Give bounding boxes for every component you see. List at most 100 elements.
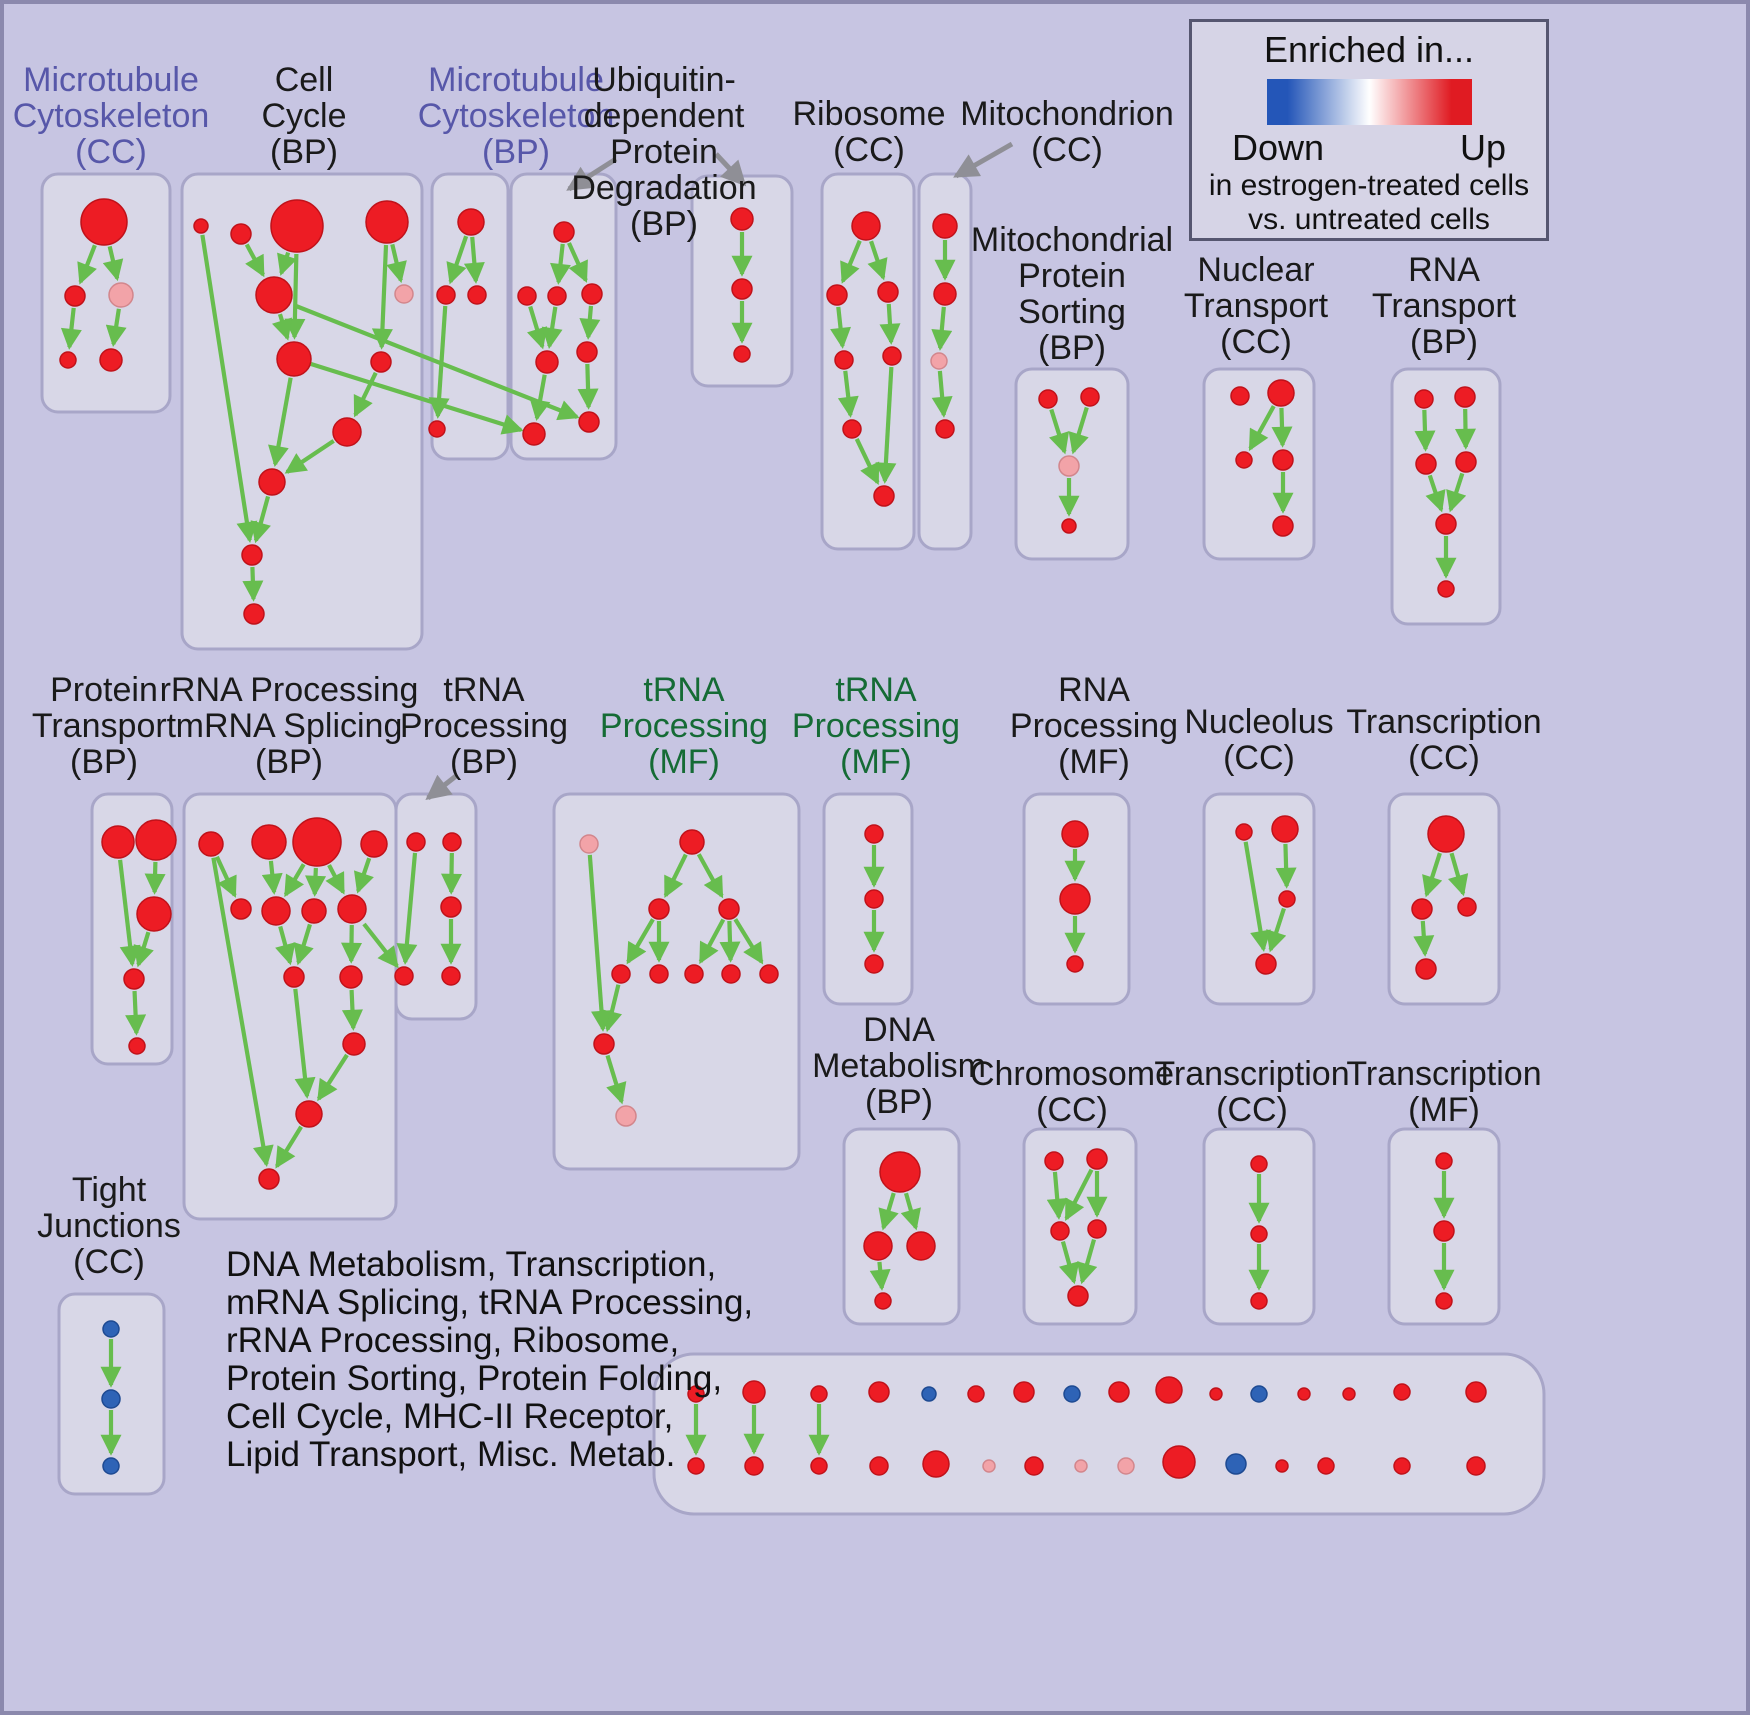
go-term-node [370,351,392,373]
go-term-node [864,824,884,844]
go-term-node [1250,1385,1268,1403]
edge-arrow [541,306,563,349]
go-term-node [579,834,599,854]
edge-arrow [527,305,548,350]
edge-arrow [242,566,264,602]
go-term-node [873,485,895,507]
go-term-node [1427,815,1465,853]
go-term-node [1272,449,1294,471]
edge-arrow [316,1053,349,1102]
group-box-protein-transport [90,792,174,1066]
go-term-node [102,1320,120,1338]
edge-arrow [869,1261,891,1291]
go-term-node [467,285,487,305]
go-term-node [1272,515,1294,537]
go-term-node [906,1231,936,1261]
edge-arrow [875,366,897,484]
go-term-node [243,603,265,625]
edge-arrow [1425,474,1446,513]
edge-arrow [463,236,485,284]
go-term-node [687,1457,705,1475]
edge-arrow [396,852,418,965]
go-term-node [826,284,848,306]
go-term-node [921,1386,937,1402]
go-term-node [394,284,414,304]
go-term-node [733,345,751,363]
go-term-node [436,285,456,305]
go-term-node [684,964,704,984]
go-term-node [1225,1453,1247,1475]
edge-arrow [878,1192,899,1231]
edge-arrow [1275,843,1297,889]
edge-arrow [284,439,335,474]
edge-arrow [305,867,327,897]
go-term-node [933,282,957,306]
go-term-node [230,898,252,920]
edge-arrow [386,243,407,284]
go-term-node [1393,1383,1411,1401]
edge-arrow [428,305,450,419]
legend-gradient-bar [1266,79,1472,125]
edge-arrow [293,923,314,966]
go-term-node [80,198,128,246]
go-term-node [101,1389,121,1409]
go-term-node [874,1292,892,1310]
label-callout-arrow [714,152,747,187]
go-term-node [135,819,177,861]
go-term-node [679,829,705,855]
group-box-trna-processing-bp [394,792,478,1021]
go-term-node [930,352,948,370]
edge-arrow [1454,408,1476,450]
go-term-node [869,1456,889,1476]
edge-arrow [626,918,655,965]
go-term-node [1250,1155,1268,1173]
group-box-chromosome-cc [1022,1127,1138,1326]
go-term-node [1250,1225,1268,1243]
edge-arrow [214,855,237,898]
go-term-node [1415,453,1437,475]
edge-arrow [1422,852,1443,898]
go-term-node [581,283,603,305]
go-term-node [1275,1459,1289,1473]
go-term-node [193,218,209,234]
edge-arrow [60,307,82,350]
go-term-node [1024,1456,1044,1476]
go-term-node [108,282,134,308]
edge-arrow [830,306,851,349]
edge-arrow [283,863,306,898]
go-term-node [136,896,172,932]
go-term-node [251,824,287,860]
edge-arrow [587,854,612,1032]
edge-arrow [719,920,741,963]
go-term-node [1414,389,1434,409]
edge-arrow [900,1192,921,1231]
go-term-node [1155,1376,1183,1404]
edge-arrow [353,371,378,418]
go-term-node [1278,890,1296,908]
edge-arrow [325,864,346,895]
go-term-node [198,831,224,857]
go-term-node [615,1105,637,1127]
go-term-node [744,1456,764,1476]
edge-arrow [1243,841,1271,952]
go-term-node [1038,389,1058,409]
edge-arrow [733,918,764,965]
edge-arrow [118,859,141,967]
edge-arrow [200,234,258,543]
go-term-node [648,898,670,920]
go-term-node [1317,1457,1335,1475]
edge-arrow [293,988,316,1099]
edge-arrow [268,377,293,468]
go-term-node [1415,958,1437,980]
go-term-node [360,830,388,858]
go-term-node [1250,1292,1268,1310]
go-term-node [864,954,884,974]
edge-arrow [854,438,880,485]
go-term-node [442,832,462,852]
go-term-node [553,221,575,243]
go-term-node [882,346,902,366]
go-term-node [339,965,363,989]
edge-arrow [1059,1241,1080,1285]
edge-arrow [1266,907,1287,953]
edge-arrow [105,308,127,347]
